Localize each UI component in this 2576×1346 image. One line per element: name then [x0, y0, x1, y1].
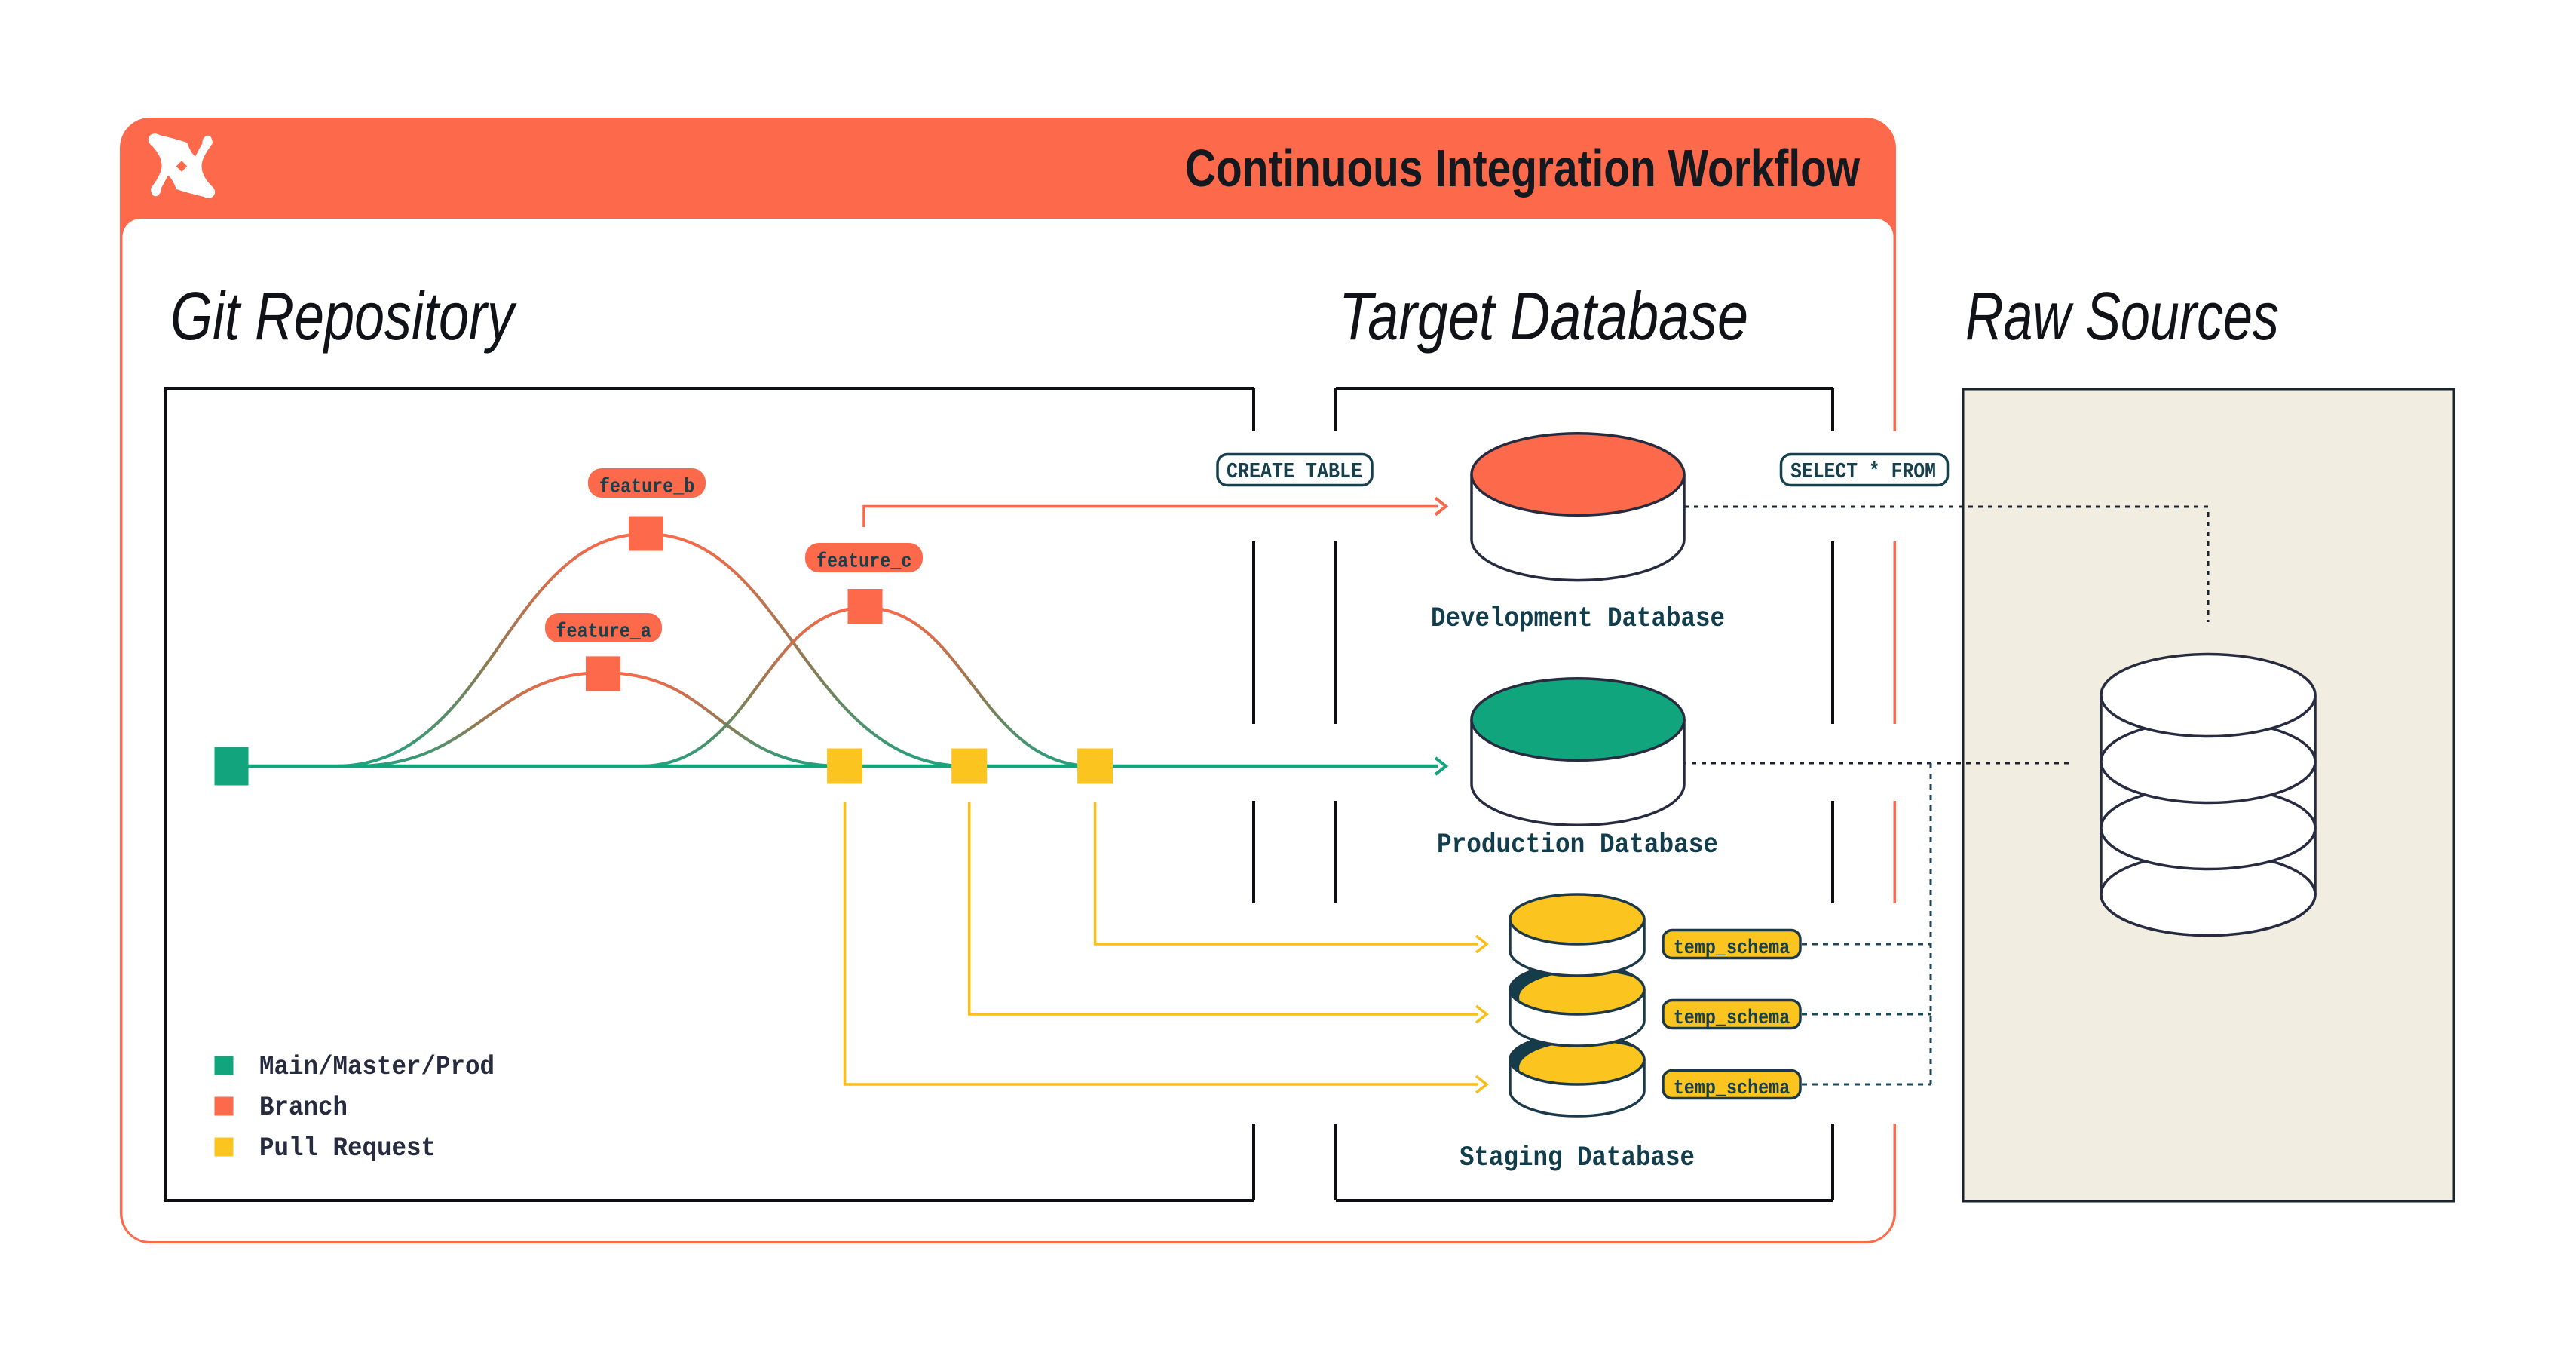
svg-text:Target Database: Target Database — [1339, 279, 1748, 354]
svg-text:Branch: Branch — [259, 1093, 348, 1123]
svg-text:Staging Database: Staging Database — [1460, 1142, 1695, 1174]
svg-text:SELECT * FROM: SELECT * FROM — [1790, 459, 1936, 484]
svg-text:feature_a: feature_a — [556, 621, 651, 644]
svg-text:feature_b: feature_b — [599, 477, 694, 499]
svg-text:Git Repository: Git Repository — [170, 279, 517, 354]
svg-text:feature_c: feature_c — [816, 551, 911, 574]
svg-text:CREATE TABLE: CREATE TABLE — [1227, 459, 1362, 484]
svg-text:Production Database: Production Database — [1437, 829, 1718, 861]
svg-text:Development Database: Development Database — [1431, 603, 1725, 635]
svg-text:Pull Request: Pull Request — [259, 1133, 436, 1164]
svg-text:temp_schema: temp_schema — [1674, 937, 1790, 960]
svg-text:temp_schema: temp_schema — [1674, 1007, 1790, 1030]
svg-text:Raw Sources: Raw Sources — [1965, 279, 2279, 354]
svg-text:Continuous Integration Workflo: Continuous Integration Workflow — [1185, 139, 1860, 198]
svg-text:Main/Master/Prod: Main/Master/Prod — [259, 1052, 495, 1082]
svg-text:temp_schema: temp_schema — [1674, 1078, 1790, 1100]
